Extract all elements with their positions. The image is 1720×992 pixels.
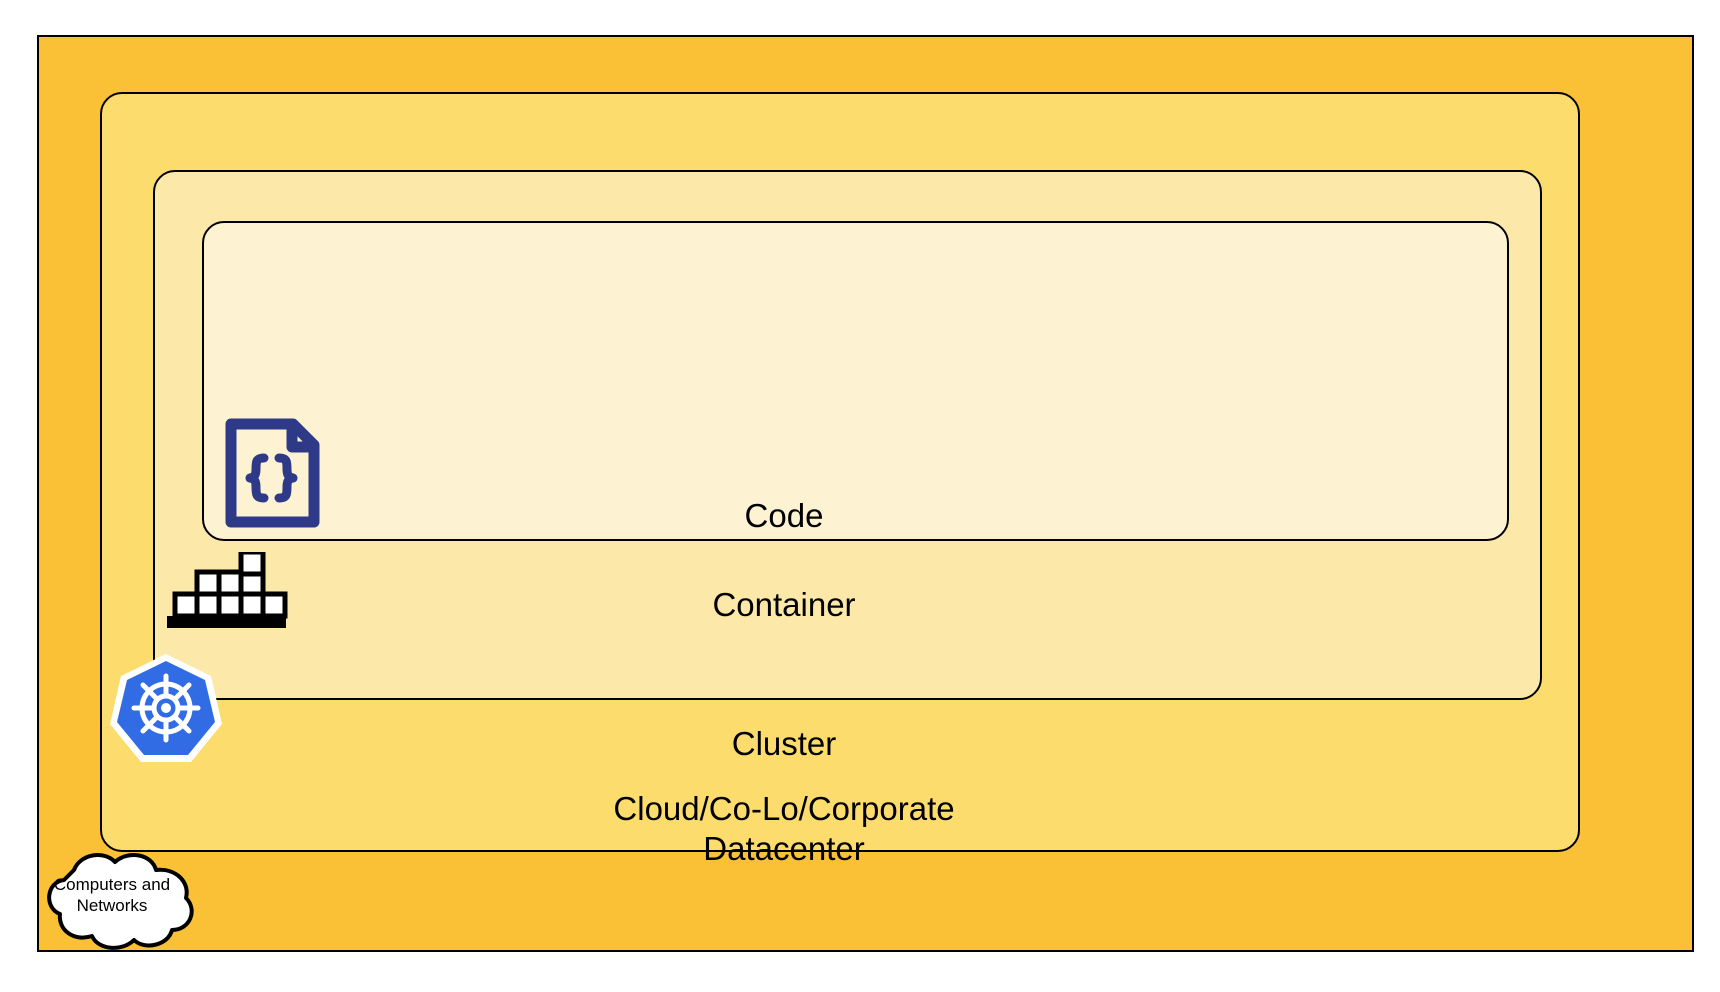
cloud-shape-icon [47, 853, 194, 950]
cloud-computers-networks[interactable]: Computers and Networks [30, 848, 198, 952]
kubernetes-helm-icon [110, 654, 222, 762]
layer-label-cluster: Cluster [731, 725, 837, 762]
layer-label-container: Container [712, 586, 856, 623]
layer-label-code: Code [744, 497, 824, 534]
layer-code[interactable] [202, 221, 1509, 541]
container-stacked-boxes-icon [167, 552, 288, 628]
cloud-label: Computers and Networks [53, 875, 171, 915]
code-document-icon [225, 418, 320, 528]
layer-label-datacenter: Cloud/Co-Lo/Corporate Datacenter [613, 790, 955, 867]
